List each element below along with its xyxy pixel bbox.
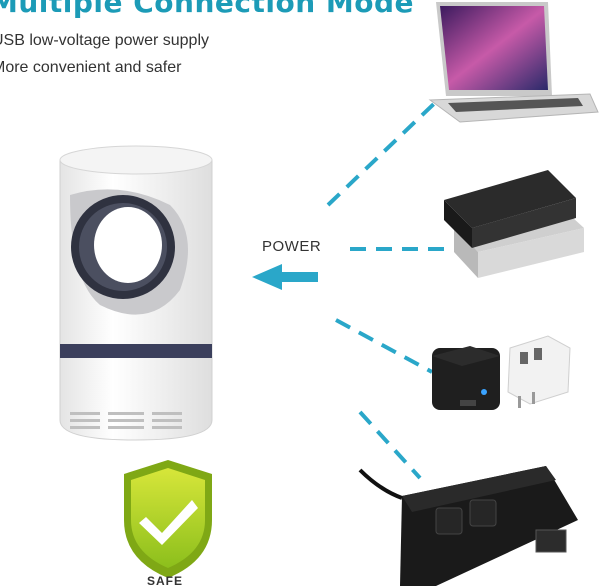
mosquito-lamp (59, 145, 213, 441)
page-title: Multiple Connection Mode (0, 0, 415, 19)
connector-laptop (326, 96, 442, 207)
usb-charger-icon (507, 335, 571, 408)
connection-lines (326, 96, 450, 480)
safe-shield-icon (124, 460, 212, 578)
power-bank-icon (444, 170, 584, 278)
wall-adapter-icon (432, 346, 500, 410)
feature-line-2: More convenient and safer (0, 59, 182, 76)
safe-label: SAFE (147, 574, 184, 588)
power-arrow-icon (252, 264, 318, 290)
connector-adapter (335, 318, 433, 374)
power-label: POWER (262, 238, 322, 255)
connector-power-strip (358, 410, 422, 480)
laptop-icon (428, 2, 599, 123)
feature-line-1: USB low-voltage power supply (0, 32, 209, 49)
power-strip-icon (358, 466, 578, 586)
